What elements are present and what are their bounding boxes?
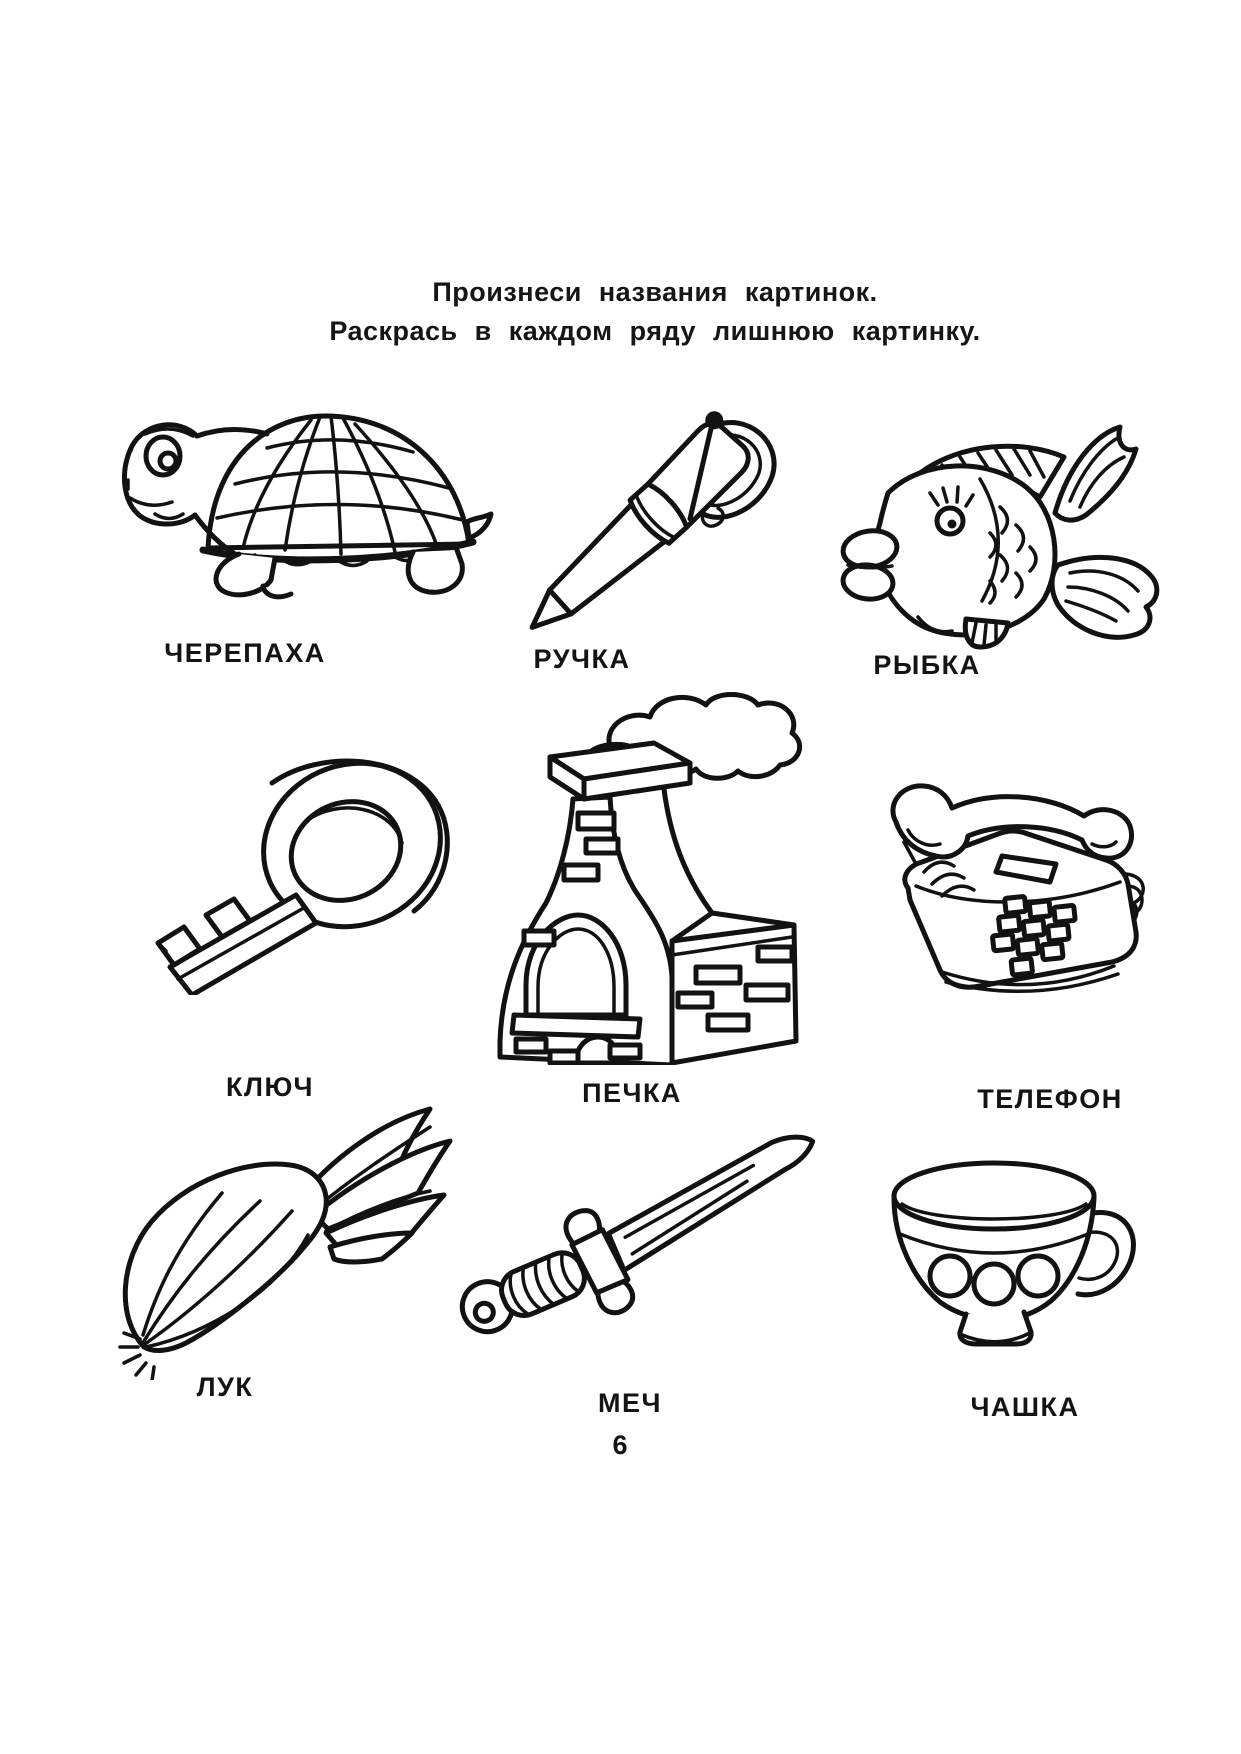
item-label-fish: РЫБКА	[873, 650, 981, 680]
figure-pen	[500, 405, 795, 635]
item-label-key: КЛЮЧ	[226, 1072, 314, 1102]
telephone-drawing	[890, 783, 1145, 994]
item-label-turtle: ЧЕРЕПАХА	[164, 638, 326, 668]
figure-onion	[100, 1095, 460, 1380]
title-line-2: Раскрась в каждом ряду лишнюю картинку.	[329, 316, 981, 346]
title-line-1: Произнеси названия картинок.	[432, 277, 878, 307]
turtle-drawing	[121, 413, 494, 600]
key-drawing	[155, 758, 450, 995]
page-title: Произнеси названия картинок. Раскрась в …	[70, 273, 1240, 351]
stove-drawing	[497, 692, 803, 1065]
figure-cup	[880, 1150, 1145, 1350]
item-label-cup: ЧАШКА	[970, 1392, 1080, 1422]
figure-fish	[830, 415, 1160, 650]
sword-drawing	[459, 1134, 816, 1335]
page-number: 6	[612, 1430, 628, 1460]
item-label-onion: ЛУК	[196, 1372, 254, 1402]
item-label-stove: ПЕЧКА	[582, 1078, 682, 1108]
pen-drawing	[529, 411, 777, 630]
figure-turtle	[115, 390, 505, 602]
onion-drawing	[118, 1106, 453, 1380]
figure-stove	[460, 685, 805, 1065]
figure-sword	[445, 1128, 845, 1358]
cup-drawing	[891, 1160, 1136, 1347]
item-label-telephone: ТЕЛЕФОН	[977, 1084, 1123, 1114]
fish-drawing	[840, 424, 1160, 650]
figure-telephone	[880, 760, 1155, 1000]
figure-key	[130, 745, 450, 995]
item-label-pen: РУЧКА	[533, 644, 631, 674]
item-label-sword: МЕЧ	[598, 1388, 662, 1418]
